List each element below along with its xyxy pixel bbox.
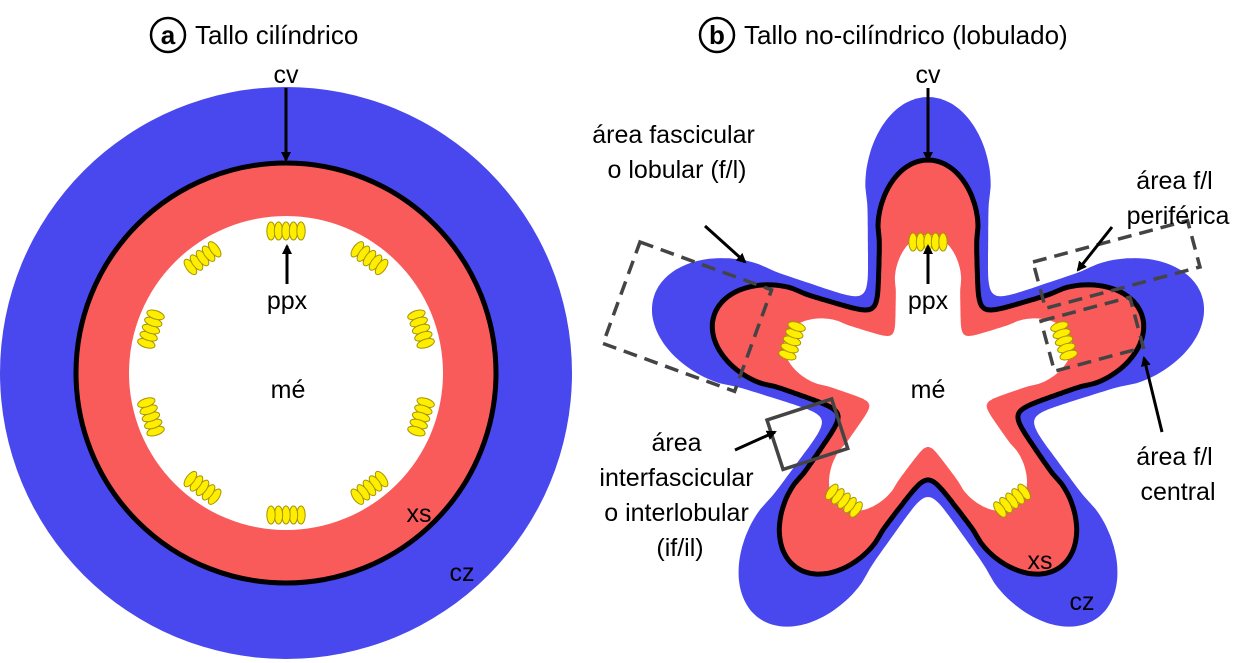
primary-xylem-group <box>267 222 305 240</box>
panel-a-pith-label: mé <box>271 376 306 404</box>
panel-a-title: Tallo cilíndrico <box>195 20 358 50</box>
panel-a-letter: a <box>161 20 176 50</box>
panel-b-cz-label: cz <box>1070 588 1095 616</box>
panel-b-ppx-label: ppx <box>908 287 949 315</box>
panel-b-xs-label: xs <box>1028 547 1053 575</box>
panel-b-interfascicular-arrow <box>735 432 775 450</box>
panel-b-title: Tallo no-cilíndrico (lobulado) <box>744 20 1068 50</box>
panel-b-fascicular-area-label: área fascicular o lobular (f/l) <box>592 121 762 184</box>
primary-xylem-cell <box>267 506 275 524</box>
panel-b-header: b Tallo no-cilíndrico (lobulado) <box>700 18 1068 52</box>
panel-a-ppx-label: ppx <box>267 287 308 315</box>
panel-a-header: a Tallo cilíndrico <box>151 18 358 52</box>
panel-a-cv-label: cv <box>274 61 300 89</box>
panel-b-peripheral-area-label: área f/l periférica <box>1127 167 1230 230</box>
panel-a-cz-label: cz <box>450 559 475 587</box>
panel-b-central-area-label: área f/l central <box>1136 443 1219 506</box>
primary-xylem-group <box>267 506 305 524</box>
primary-xylem-cell <box>939 233 947 251</box>
primary-xylem-cell <box>297 222 305 240</box>
panel-b-cv-label: cv <box>916 61 942 89</box>
panel-b: b Tallo no-cilíndrico (lobulado) cv ppx … <box>592 18 1229 627</box>
panel-b-letter: b <box>709 20 725 50</box>
panel-a: a Tallo cilíndrico cv ppx mé xs cz <box>0 18 572 659</box>
panel-b-pith-label: mé <box>911 376 946 404</box>
panel-b-fascicular-arrow <box>705 226 745 262</box>
panel-a-xs-label: xs <box>407 500 432 528</box>
